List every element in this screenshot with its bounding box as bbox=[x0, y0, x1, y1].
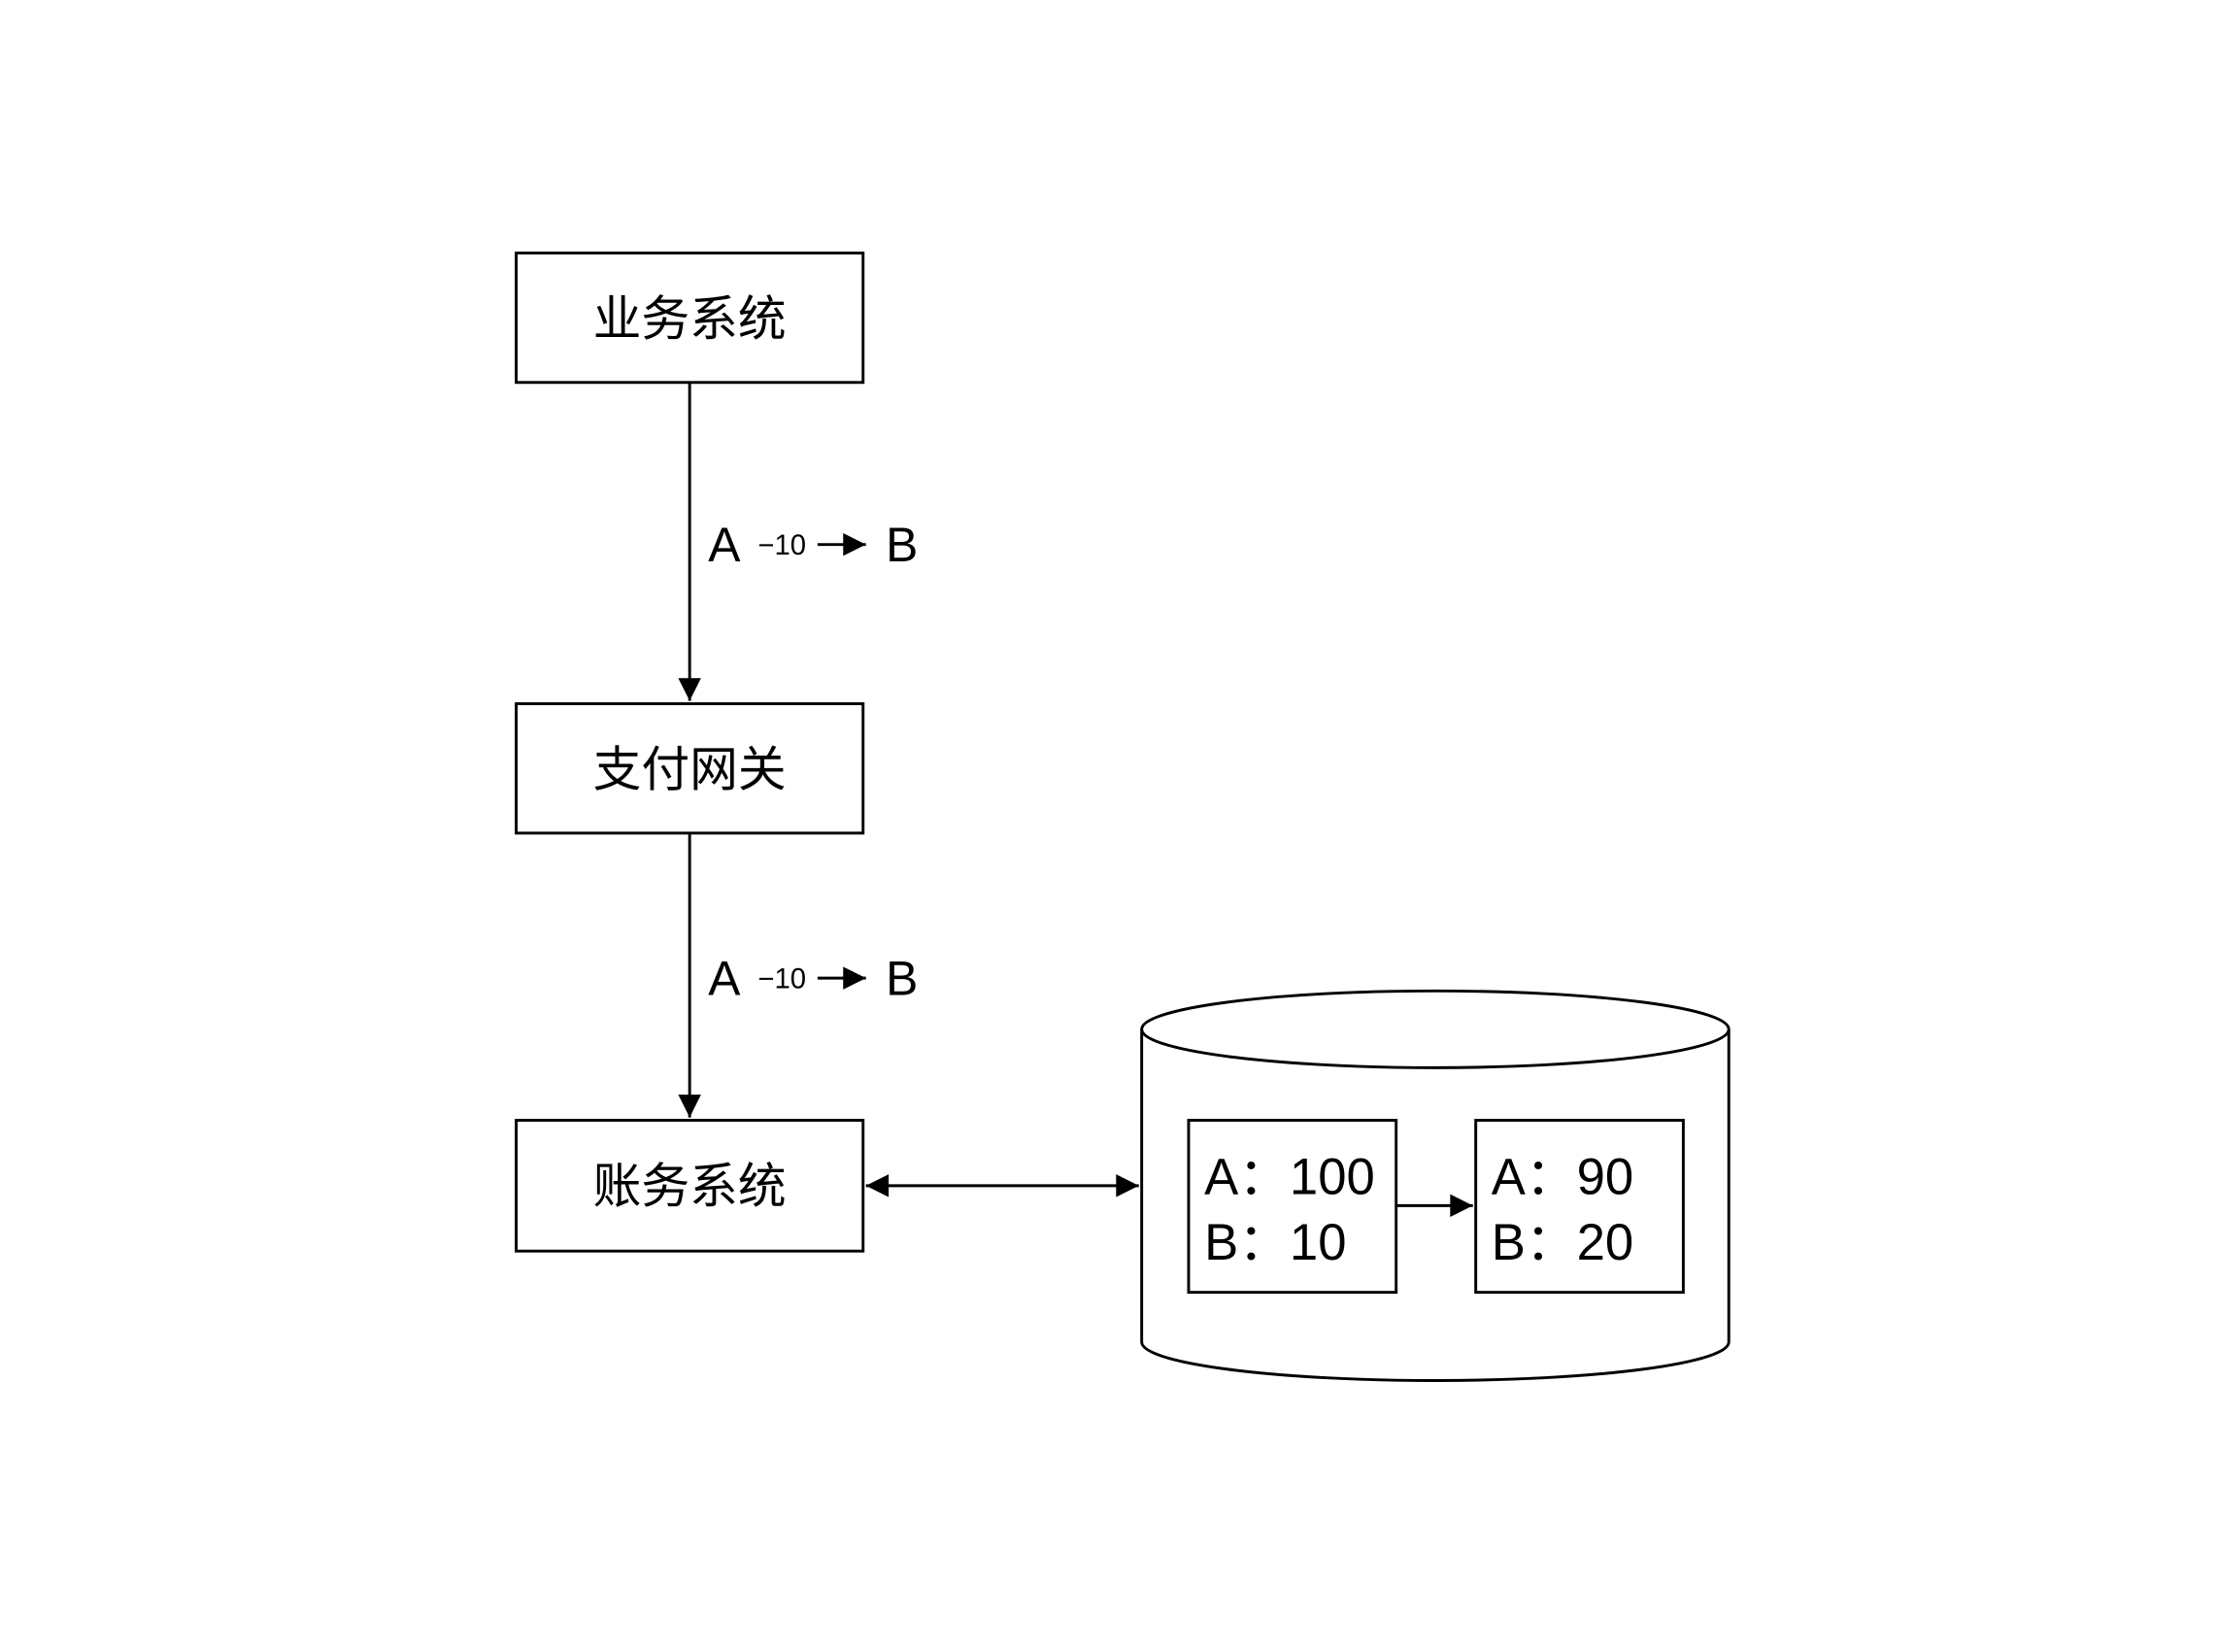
to-account: B bbox=[886, 952, 918, 1006]
balance-b: B：10 bbox=[1204, 1214, 1346, 1271]
balance-after: A：90 B：20 bbox=[1474, 1119, 1685, 1295]
amount: −10 bbox=[757, 963, 806, 995]
to-account: B bbox=[886, 518, 918, 572]
node-business-system: 业务系统 bbox=[515, 252, 865, 385]
balance-before: A：100 B：10 bbox=[1187, 1119, 1398, 1295]
edge-label-transfer2: A −10 B bbox=[708, 952, 918, 1006]
node-payment-gateway: 支付网关 bbox=[515, 702, 865, 835]
node-label: 支付网关 bbox=[593, 742, 787, 798]
from-account: A bbox=[708, 952, 741, 1006]
amount: −10 bbox=[757, 530, 806, 561]
node-label: 业务系统 bbox=[593, 290, 787, 347]
balance-b: B：20 bbox=[1492, 1214, 1633, 1271]
edge-label-transfer1: A −10 B bbox=[708, 518, 918, 572]
from-account: A bbox=[708, 518, 741, 572]
node-accounting-system: 账务系统 bbox=[515, 1119, 865, 1253]
node-label: 账务系统 bbox=[593, 1158, 787, 1214]
balance-a: A：90 bbox=[1492, 1149, 1633, 1206]
balance-a: A：100 bbox=[1204, 1149, 1375, 1206]
